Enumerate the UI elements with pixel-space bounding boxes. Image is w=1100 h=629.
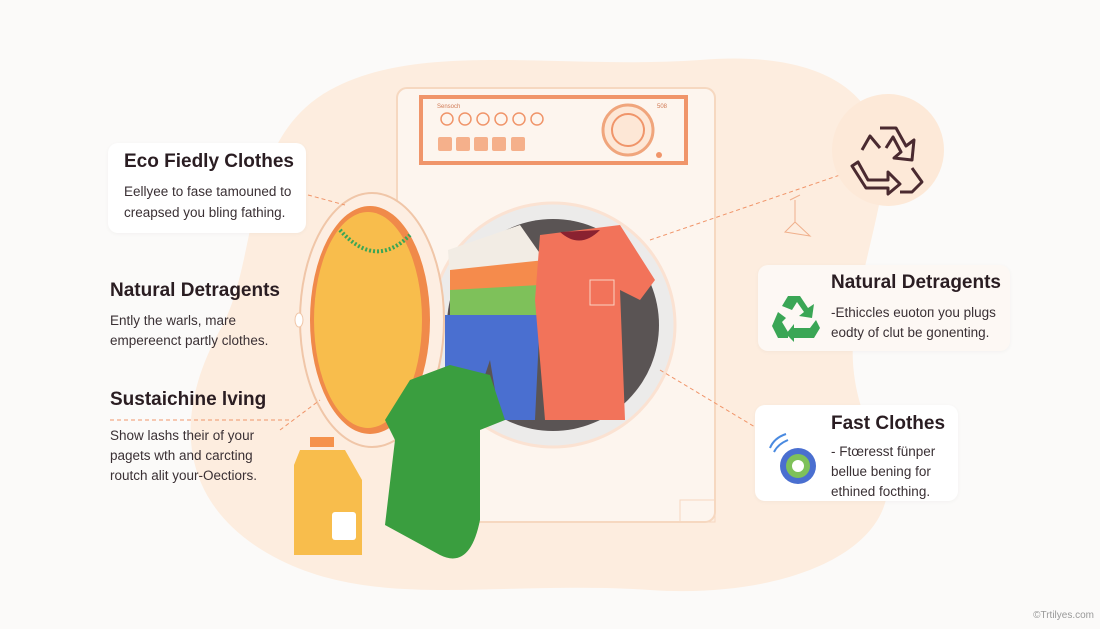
section-text: routch alit your-Oectiors. <box>110 468 258 483</box>
detergent-bottle <box>294 437 362 555</box>
section-text: -Ethiccles euotoп you plugs <box>831 305 996 320</box>
section-text: Show lashs their of your <box>110 428 255 443</box>
section-text: Ently the warls, mare <box>110 313 237 328</box>
hanger-icon <box>783 194 812 237</box>
section-text: Eellyee to fase tamouned to <box>124 184 292 199</box>
section-title: Eco Fiedly Clothes <box>124 151 294 172</box>
section-text: eodty of clut be gonenting. <box>831 325 990 340</box>
washing-machine-door <box>294 192 445 448</box>
eco-globe-icon <box>769 433 816 484</box>
section-text: - Ftœresst fünper <box>831 444 936 459</box>
section-title: Natural Detragents <box>110 280 280 301</box>
card-eco-friendly-clothes <box>108 143 306 233</box>
section-title: Fast Clothes <box>831 413 946 434</box>
recycle-icon <box>772 296 820 342</box>
panel-label: Sensoch <box>437 104 461 110</box>
section-text: pagets wth and carcting <box>110 448 253 463</box>
section-text: creapsed you bling fathing. <box>124 205 286 220</box>
section-title: Sustaichine lving <box>110 389 267 410</box>
section-text: empereenct partly clothes. <box>110 333 269 348</box>
section-text: bellue bening for <box>831 464 931 479</box>
watermark: ©Trtilyes.com <box>1033 610 1094 621</box>
recycle-icon-dark <box>850 126 924 196</box>
panel-label: 508 <box>657 104 668 110</box>
section-text: ethined focthing. <box>831 484 931 499</box>
washing-machine <box>396 87 716 523</box>
green-shirt <box>385 365 505 559</box>
section-title: Natural Detragents <box>831 272 1001 293</box>
